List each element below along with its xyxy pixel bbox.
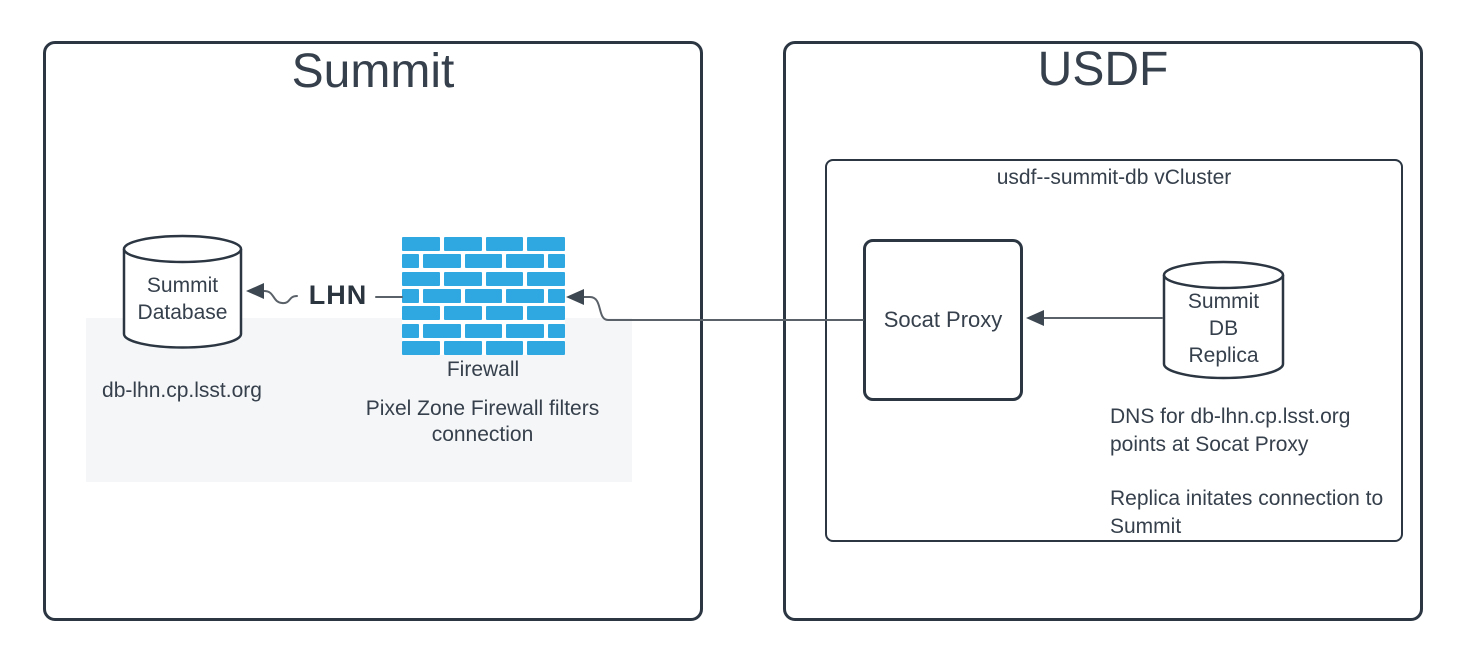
replica-note-line2: Summit	[1110, 515, 1182, 538]
replica-label: Summit DB Replica	[1162, 288, 1285, 369]
summit-database-cylinder	[122, 234, 243, 349]
summit-region-box	[43, 41, 703, 621]
firewall-note-line2: connection	[431, 423, 534, 446]
firewall-label: Firewall	[446, 358, 520, 381]
socat-proxy-box: Socat Proxy	[863, 239, 1023, 401]
hostname-label: db-lhn.cp.lsst.org	[102, 379, 262, 402]
replica-cylinder	[1162, 260, 1285, 380]
summit-database-label-line1: Summit	[146, 274, 219, 297]
firewall-icon	[402, 237, 565, 355]
lhn-connector-label: LHN	[308, 280, 368, 310]
firewall-note: Pixel Zone Firewall filters connection	[340, 396, 625, 448]
replica-label-line1: Summit	[1187, 290, 1260, 313]
firewall-brick-row	[402, 237, 565, 251]
replica-label-line2: DB	[1208, 317, 1239, 340]
dns-note-line2: points at Socat Proxy	[1110, 433, 1309, 456]
firewall-brick-row	[402, 288, 565, 303]
summit-database-label: Summit Database	[122, 272, 243, 326]
firewall-brick-row	[402, 271, 565, 286]
summit-database-label-line2: Database	[137, 301, 228, 324]
replica-note: Replica initates connection to Summit	[1110, 485, 1410, 541]
firewall-brick-row	[402, 323, 565, 338]
usdf-region-title: USDF	[1037, 43, 1169, 96]
firewall-brick-row	[402, 306, 565, 321]
replica-note-line1: Replica initates connection to	[1110, 487, 1384, 510]
dns-note: DNS for db-lhn.cp.lsst.org points at Soc…	[1110, 403, 1410, 459]
firewall-brick-row	[402, 340, 565, 355]
dns-note-line1: DNS for db-lhn.cp.lsst.org	[1110, 405, 1351, 428]
vcluster-label: usdf--summit-db vCluster	[996, 166, 1232, 189]
replica-label-line3: Replica	[1188, 344, 1259, 367]
firewall-note-line1: Pixel Zone Firewall filters	[365, 397, 600, 420]
usdf-region-box	[783, 41, 1423, 621]
vcluster-box	[825, 159, 1403, 542]
socat-proxy-label: Socat Proxy	[883, 307, 1003, 332]
firewall-brick-row	[402, 254, 565, 269]
summit-region-title: Summit	[291, 45, 455, 98]
